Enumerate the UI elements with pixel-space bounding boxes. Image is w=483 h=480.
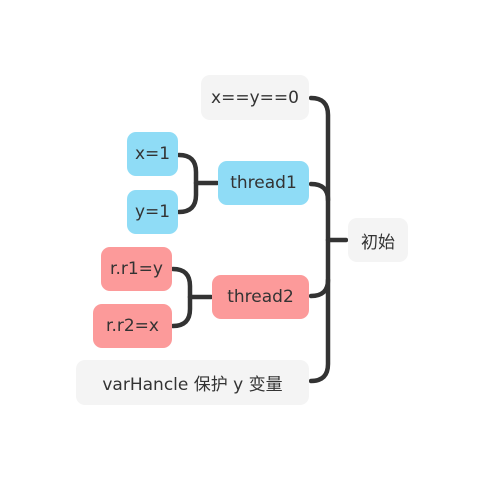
branch-node-label: thread1 bbox=[230, 173, 297, 193]
thread1-connector bbox=[308, 181, 331, 203]
branch-node-label: varHancle 保护 y 变量 bbox=[102, 375, 283, 395]
branch-node-varhandle[interactable]: varHancle 保护 y 变量 bbox=[76, 360, 309, 405]
leaf-node-label: r.r2=x bbox=[106, 316, 159, 336]
leaf-node-r1-read[interactable]: r.r1=y bbox=[101, 247, 172, 291]
branch-node-thread2[interactable]: thread2 bbox=[212, 275, 309, 319]
thread2-connector bbox=[308, 277, 331, 299]
leaf-node-label: r.r1=y bbox=[110, 259, 163, 279]
branch-node-init-condition[interactable]: x==y==0 bbox=[201, 75, 309, 120]
thread2-children-connector bbox=[170, 266, 193, 329]
leaf-node-r2-read[interactable]: r.r2=x bbox=[93, 304, 172, 348]
leaf-node-x-assign[interactable]: x=1 bbox=[127, 132, 178, 176]
leaf-node-label: x=1 bbox=[134, 144, 171, 164]
root-node[interactable]: 初始 bbox=[348, 218, 408, 262]
root-node-label: 初始 bbox=[361, 232, 395, 253]
branch-node-label: x==y==0 bbox=[211, 87, 299, 108]
branch-node-label: thread2 bbox=[227, 287, 294, 307]
root-connector bbox=[308, 95, 331, 384]
thread1-children-connector bbox=[176, 152, 199, 215]
leaf-node-label: y=1 bbox=[134, 202, 171, 222]
leaf-node-y-assign[interactable]: y=1 bbox=[127, 190, 178, 234]
branch-node-thread1[interactable]: thread1 bbox=[218, 161, 309, 205]
